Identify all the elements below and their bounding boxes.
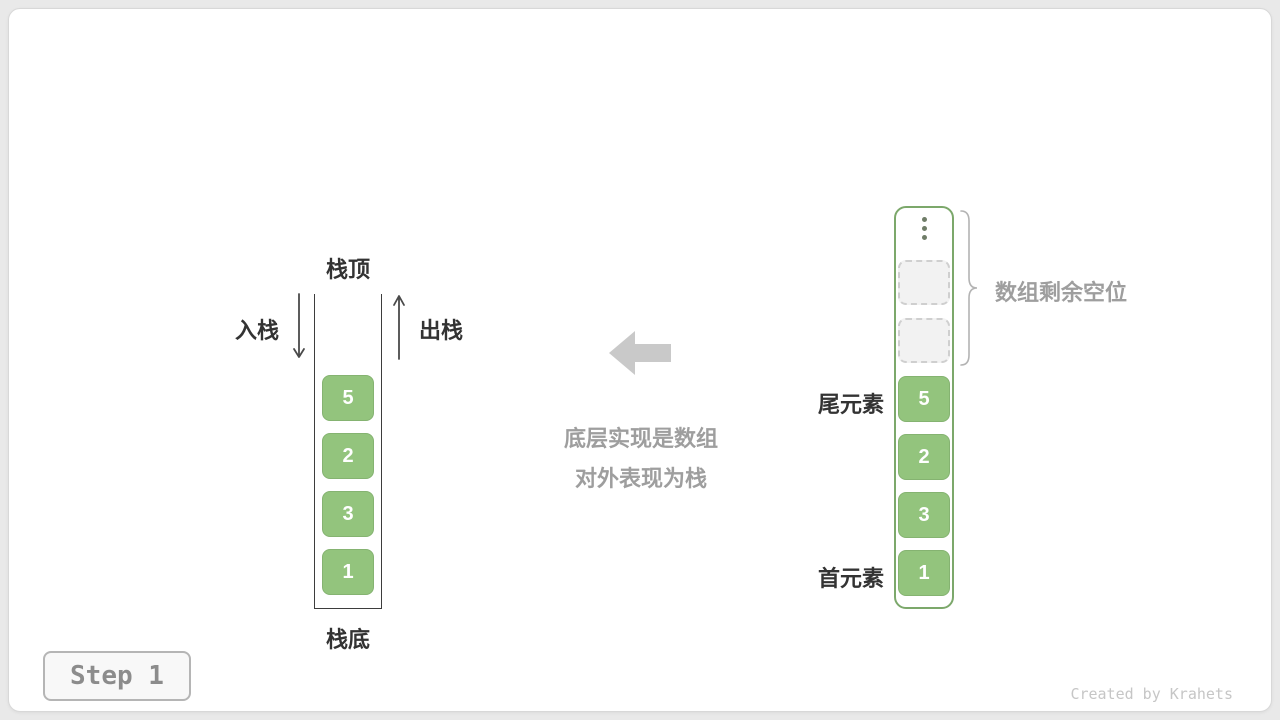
caption-line-1: 底层实现是数组 (563, 426, 718, 451)
array-cell: 5 (898, 376, 950, 422)
stack-cell: 1 (322, 549, 374, 595)
caption-line-2: 对外表现为栈 (574, 466, 707, 491)
pop-label: 出栈 (419, 318, 464, 343)
empty-array-slot (898, 318, 950, 363)
array-cell: 1 (898, 550, 950, 596)
tail-element-label: 尾元素 (817, 392, 884, 417)
empty-array-slot (898, 260, 950, 305)
push-label: 入栈 (234, 318, 279, 343)
ellipsis-dot (921, 235, 927, 240)
curly-brace-icon (960, 210, 978, 366)
left-block-arrow-icon (609, 331, 671, 375)
ellipsis-dot (921, 226, 927, 231)
vertical-ellipsis-icon (921, 217, 927, 244)
stack-cell: 5 (322, 375, 374, 421)
push-down-arrow-icon (293, 293, 305, 358)
step-badge: Step 1 (43, 651, 191, 701)
stack-bottom-label: 栈底 (325, 627, 370, 652)
credit-text: Created by Krahets (1070, 685, 1233, 703)
pop-up-arrow-icon (393, 295, 405, 360)
array-cell: 2 (898, 434, 950, 480)
ellipsis-dot (921, 217, 927, 222)
array-cell: 3 (898, 492, 950, 538)
remaining-slots-label: 数组剩余空位 (995, 280, 1128, 305)
stack-cell: 3 (322, 491, 374, 537)
stack-cell: 2 (322, 433, 374, 479)
center-caption: 底层实现是数组 对外表现为栈 (491, 419, 791, 499)
head-element-label: 首元素 (817, 566, 884, 591)
diagram-card: 栈顶 入栈 出栈 5 2 3 1 栈底 底层实现是数组 对外表现为栈 (8, 8, 1272, 712)
stack-top-label: 栈顶 (325, 257, 370, 282)
